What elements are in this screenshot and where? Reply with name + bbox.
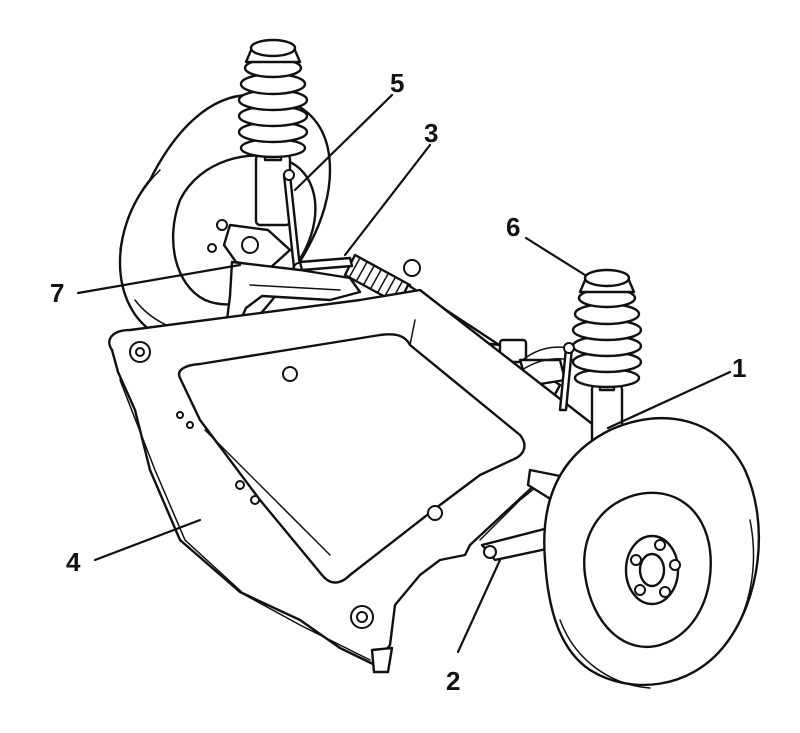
right-wheel bbox=[543, 417, 761, 689]
leader-line-7 bbox=[76, 263, 242, 295]
left-coil-spring bbox=[237, 57, 309, 159]
leader-line-3 bbox=[343, 143, 432, 257]
callout-3: 3 bbox=[424, 118, 438, 148]
callout-2: 2 bbox=[446, 666, 460, 696]
leader-line-5 bbox=[293, 93, 394, 192]
leader-line-1 bbox=[606, 370, 732, 430]
leader-lines bbox=[76, 93, 732, 654]
callout-7: 7 bbox=[50, 278, 64, 308]
callout-numbers: 1 2 3 4 5 6 7 bbox=[50, 68, 746, 696]
right-coil-spring bbox=[571, 287, 643, 389]
subframe-crossmember bbox=[108, 288, 602, 674]
left-strut bbox=[222, 38, 309, 274]
callout-6: 6 bbox=[506, 212, 520, 242]
callout-4: 4 bbox=[66, 547, 81, 577]
callout-5: 5 bbox=[390, 68, 404, 98]
leader-line-6 bbox=[524, 236, 587, 277]
leader-line-2 bbox=[456, 558, 502, 654]
callout-1: 1 bbox=[732, 353, 746, 383]
leader-line-4 bbox=[93, 518, 202, 562]
